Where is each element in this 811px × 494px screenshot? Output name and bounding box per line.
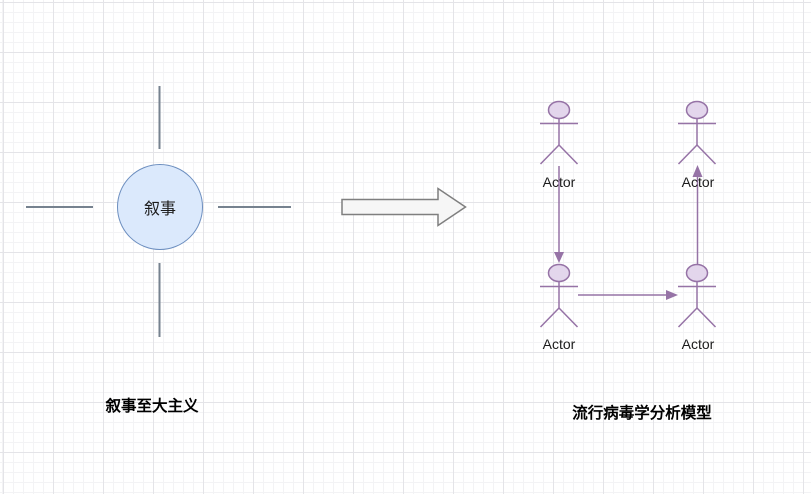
- caption-narrative-maximalism[interactable]: 叙事至大主义: [105, 398, 199, 415]
- actor-head: [685, 100, 709, 120]
- actor-figure-bottom-right[interactable]: [677, 263, 717, 328]
- narrative-circle-shape[interactable]: 叙事: [117, 164, 203, 250]
- actor-label-top-right[interactable]: Actor: [681, 174, 715, 190]
- actor-head: [547, 100, 571, 120]
- caption-epidemiology-model[interactable]: 流行病毒学分析模型: [572, 405, 712, 422]
- actor-label-top-left[interactable]: Actor: [542, 174, 576, 190]
- actor-label-bottom-right[interactable]: Actor: [681, 336, 715, 352]
- connector-right-arrow[interactable]: [578, 290, 678, 300]
- actor-label-bottom-left[interactable]: Actor: [542, 336, 576, 352]
- actor-figure-top-left[interactable]: [539, 100, 579, 165]
- narrative-circle-label: 叙事: [143, 201, 176, 218]
- actor-figure-top-right[interactable]: [677, 100, 717, 165]
- actor-head: [685, 263, 709, 283]
- actor-figure-bottom-left[interactable]: [539, 263, 579, 328]
- connector-up-arrow[interactable]: [692, 165, 703, 265]
- actor-head: [547, 263, 571, 283]
- transform-block-arrow[interactable]: [341, 187, 467, 227]
- connector-down-arrow[interactable]: [554, 166, 564, 263]
